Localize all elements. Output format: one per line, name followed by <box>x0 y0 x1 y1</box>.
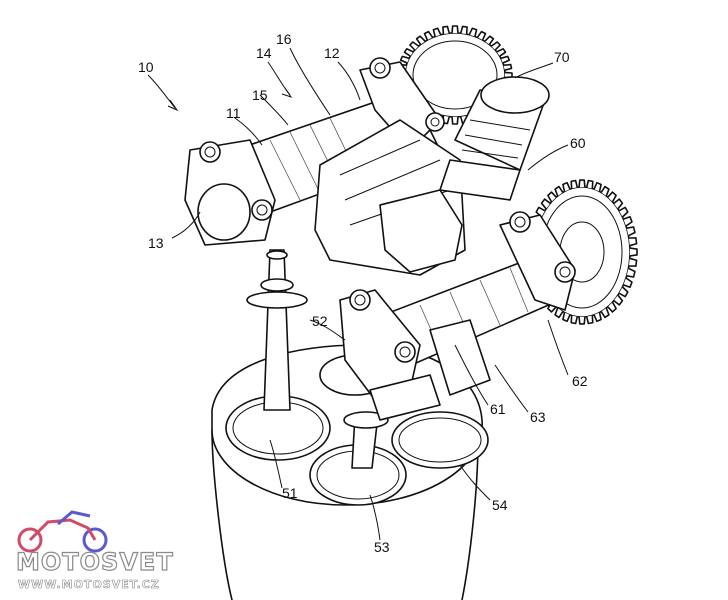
motorcycle-logo-icon <box>17 510 108 553</box>
gear-tooth <box>618 286 629 298</box>
label-12: 12 <box>324 45 340 61</box>
upper-camshaft <box>184 89 441 246</box>
label-16: 16 <box>276 31 292 47</box>
label-10: 10 <box>138 59 154 75</box>
gear-tooth <box>459 25 468 35</box>
gear-tooth <box>399 55 410 64</box>
gear-tooth <box>600 307 610 319</box>
gear-tooth <box>578 316 586 325</box>
label-63: 63 <box>530 409 546 425</box>
sensor-70 <box>439 76 550 201</box>
gear-tooth <box>432 27 442 37</box>
gear-tooth <box>607 301 617 313</box>
gear-tooth <box>562 312 571 323</box>
gear-tooth <box>578 179 586 188</box>
gear-tooth <box>476 30 487 41</box>
rocker-housing <box>314 119 466 276</box>
gear-tooth <box>451 25 459 34</box>
gear-tooth <box>403 48 414 57</box>
gear-tooth <box>547 191 557 203</box>
gear-tooth <box>484 35 495 45</box>
motosvet-watermark: MOTOSVET WWW.MOTOSVET.CZ <box>15 510 174 591</box>
label-52: 52 <box>312 313 328 329</box>
gear-tooth <box>554 185 564 197</box>
gear-tooth <box>585 315 594 325</box>
gear-tooth <box>613 294 624 306</box>
label-70: 70 <box>554 49 570 65</box>
label-60: 60 <box>570 135 586 151</box>
label-13: 13 <box>148 235 164 251</box>
upper-bearing-cap <box>359 57 445 151</box>
watermark-url: WWW.MOTOSVET.CZ <box>18 578 160 591</box>
gear-tooth <box>415 35 426 45</box>
gear-tooth <box>468 27 478 37</box>
gear-tooth <box>628 237 638 247</box>
gear-tooth <box>613 198 624 210</box>
label-51: 51 <box>282 485 298 501</box>
gear-tooth <box>618 206 629 218</box>
label-11: 11 <box>226 105 241 121</box>
gear-tooth <box>623 216 633 227</box>
gear-tooth <box>570 179 579 189</box>
gear-tooth <box>540 198 551 210</box>
gear-tooth <box>442 25 451 35</box>
label-15: 15 <box>252 87 268 103</box>
gear-tooth <box>409 41 420 51</box>
gear-tooth <box>623 277 633 288</box>
valve-stem-left <box>246 249 308 411</box>
gear-tooth <box>593 312 602 323</box>
gear-tooth <box>496 48 507 57</box>
watermark-brand: MOTOSVET <box>16 548 174 576</box>
gear-tooth <box>607 191 617 203</box>
gear-tooth <box>628 257 638 267</box>
label-54: 54 <box>492 497 508 513</box>
gear-tooth <box>500 55 511 64</box>
gear-tooth <box>570 315 579 325</box>
gear-tooth <box>451 116 459 125</box>
gear-tooth <box>600 185 610 197</box>
gear-tooth <box>503 63 513 71</box>
gear-tooth <box>626 226 636 237</box>
label-53: 53 <box>374 539 390 555</box>
label-14: 14 <box>256 45 272 61</box>
leader-lines <box>147 47 569 541</box>
front-bearing-cap <box>339 289 491 421</box>
valve-head-54 <box>391 411 489 469</box>
gear-tooth <box>629 247 638 257</box>
gear-tooth <box>423 30 434 41</box>
gear-tooth <box>554 307 564 319</box>
gear-tooth <box>626 267 636 278</box>
label-62: 62 <box>572 373 588 389</box>
label-61: 61 <box>490 401 506 417</box>
reference-labels: 10 14 16 12 15 11 70 60 13 52 62 61 63 5… <box>138 31 588 555</box>
gear-tooth <box>490 41 501 51</box>
gear-tooth <box>562 181 571 192</box>
valve-stem-front <box>343 411 389 469</box>
gear-tooth <box>593 181 602 192</box>
gear-tooth <box>585 179 594 189</box>
